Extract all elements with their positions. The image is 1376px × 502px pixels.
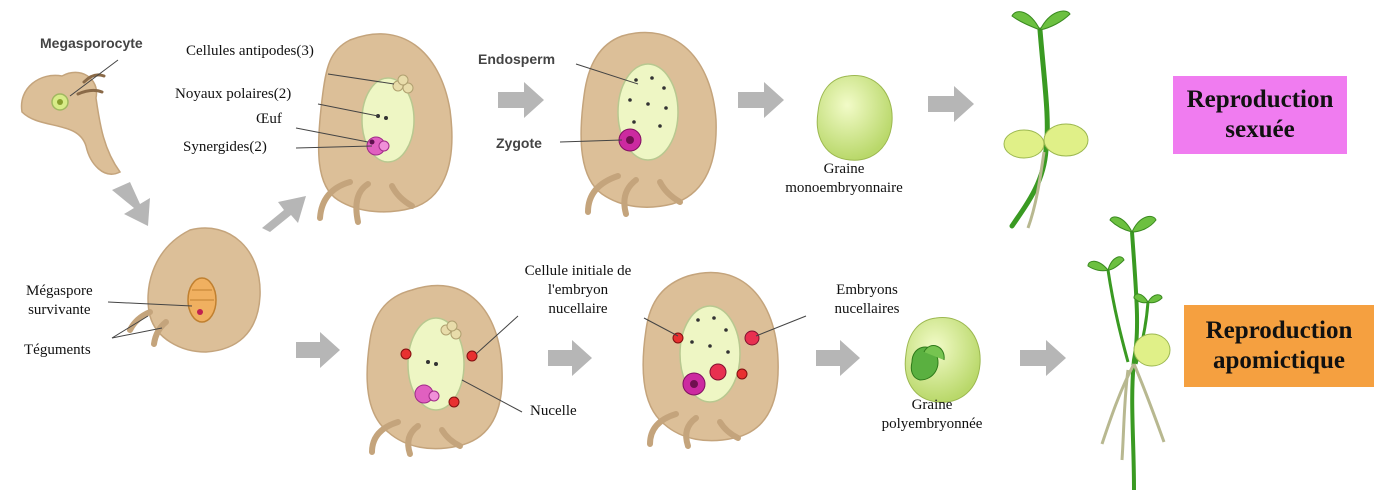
arrow-to-embryo-sac	[498, 82, 544, 118]
megaspore-ovule	[107, 227, 261, 353]
label-egg: Œuf	[256, 111, 282, 127]
seed-polyembryonic	[904, 317, 981, 403]
mature-embryo-sac	[295, 33, 453, 225]
label-nucelle: Nucelle	[530, 403, 577, 419]
fertilized-embryo-sac	[559, 31, 717, 217]
label-nucellar-embryos-line2: nucellaires	[834, 301, 900, 317]
seed-monoembryonic	[816, 75, 893, 161]
box-sexual-line2: sexuée	[1225, 116, 1295, 143]
label-nucellar-embryos: Embryons nucellaires	[812, 281, 922, 319]
label-initial-cell-line1: Cellule initiale de	[524, 263, 632, 279]
arrow-to-seed-mono	[738, 82, 784, 118]
label-initial-cell-line2: l'embryon	[547, 282, 609, 298]
label-seed-poly-line1: Graine	[911, 397, 953, 413]
label-seed-poly-line2: polyembryonnée	[881, 416, 983, 432]
nucellar-embryos-sac	[642, 271, 807, 449]
label-synergids: Synergides(2)	[183, 139, 267, 155]
label-teguments: Téguments	[24, 342, 91, 358]
label-megasporocyte: Megasporocyte	[40, 35, 143, 51]
label-seed-mono-line1: Graine	[823, 161, 865, 177]
box-apomictic-reproduction: Reproduction apomictique	[1184, 305, 1374, 387]
box-sexual-line1: Reproduction	[1186, 86, 1334, 113]
label-megaspore-line2: survivante	[28, 302, 91, 318]
label-megaspore-line1: Mégaspore	[26, 283, 93, 299]
label-nucellar-embryos-line1: Embryons	[836, 282, 898, 298]
seedling-sexual	[1003, 10, 1089, 229]
arrow-down-to-megaspore	[112, 182, 150, 226]
label-seed-mono: Graine monoembryonnaire	[764, 160, 924, 198]
label-polar-nuclei: Noyaux polaires(2)	[175, 86, 292, 102]
arrow-to-nucellar-stage	[296, 332, 340, 368]
seedling-apomictic	[1087, 215, 1171, 491]
nucellar-embryo-sac	[366, 284, 523, 457]
arrow-up-to-embryo-sac	[262, 196, 306, 232]
label-seed-poly: Graine polyembryonnée	[852, 396, 1012, 434]
label-antipodes: Cellules antipodes(3)	[186, 43, 314, 59]
label-megaspore: Mégaspore survivante	[26, 282, 93, 320]
label-zygote: Zygote	[496, 135, 542, 151]
label-initial-cell: Cellule initiale de l'embryon nucellaire	[508, 262, 648, 319]
arrow-to-seed-poly	[816, 340, 860, 376]
label-seed-mono-line2: monoembryonnaire	[785, 180, 903, 196]
arrow-to-seedling-apo	[1020, 340, 1066, 376]
box-apomictic-line1: Reproduction	[1205, 317, 1353, 344]
box-apomictic-line2: apomictique	[1213, 347, 1345, 374]
label-initial-cell-line3: nucellaire	[548, 301, 608, 317]
arrow-to-seedling-sexual	[928, 86, 974, 122]
label-endosperm: Endosperm	[478, 51, 556, 67]
box-sexual-reproduction: Reproduction sexuée	[1173, 76, 1347, 154]
arrow-to-embryos-stage	[548, 340, 592, 376]
process-arrows	[112, 82, 1066, 376]
megasporocyte-ovule	[20, 59, 122, 175]
